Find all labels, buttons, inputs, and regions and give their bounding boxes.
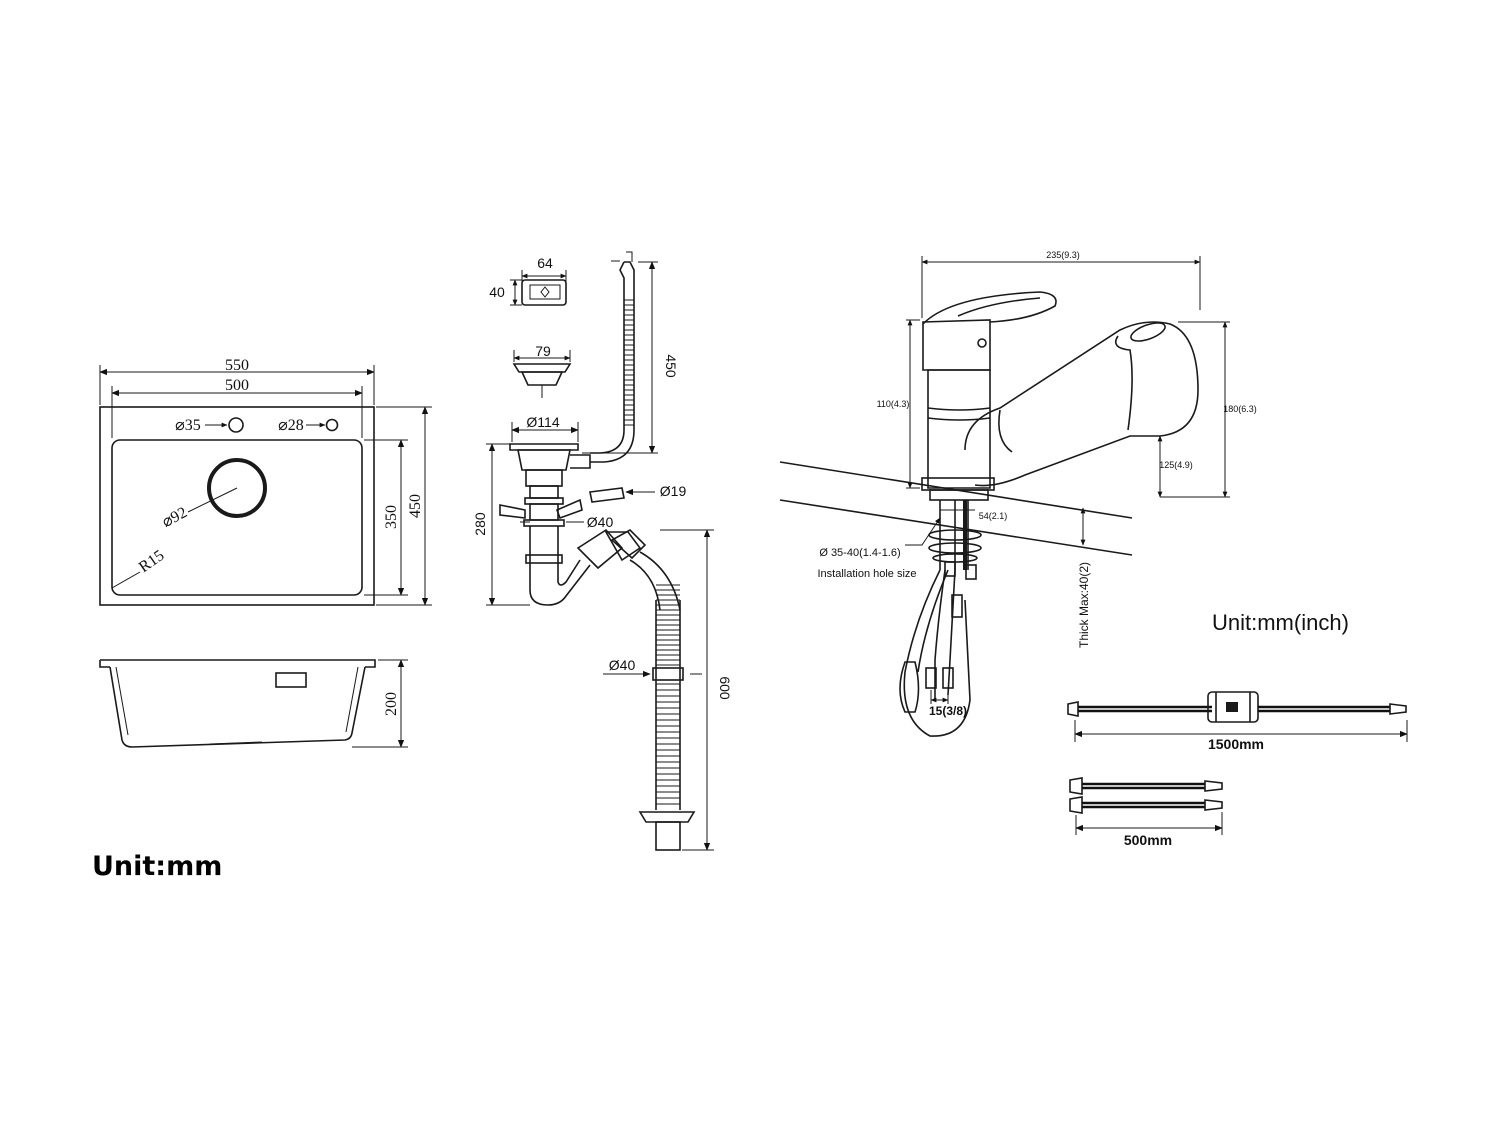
- sink-bowl: [111, 439, 363, 596]
- dim-hole-35: ⌀35: [175, 417, 201, 434]
- drain-hose-ribs: [656, 584, 680, 805]
- label-installation-hole: Installation hole size: [817, 568, 916, 580]
- dim-hose-length: 450: [663, 354, 679, 378]
- dim-sink-height: 200: [383, 692, 400, 716]
- sink-top-view: 550 500 ⌀35 ⌀28 ⌀92 R15 350 450: [99, 357, 432, 606]
- dim-spout-height: 125(4.9): [1159, 460, 1193, 470]
- sink-side-view: 200: [99, 659, 408, 748]
- dim-hole-28: ⌀28: [278, 417, 304, 434]
- dim-sink-outer-depth: 450: [407, 494, 424, 518]
- overflow-slot: [275, 672, 307, 688]
- dim-connector: Ø19: [660, 483, 687, 499]
- dim-faucet-body-height: 110(4.3): [877, 399, 910, 409]
- faucet: 235(9.3) 110(4.3) 180(6.3) 125(4.9) 54(2…: [779, 250, 1257, 737]
- dim-strainer: 79: [535, 343, 551, 359]
- dim-faucet-base: 54(2.1): [979, 511, 1008, 521]
- dim-corner-radius: R15: [136, 547, 168, 576]
- dim-faucet-reach: 235(9.3): [1046, 250, 1080, 260]
- sink-outer-rim: [99, 406, 375, 606]
- hose-1500: 1500mm: [1067, 691, 1408, 752]
- dim-drain-height: 280: [472, 512, 488, 536]
- dim-sink-inner-width: 500: [225, 377, 249, 394]
- dim-faucet-total-height: 180(6.3): [1223, 404, 1257, 414]
- dim-pipe-40-upper: Ø40: [587, 514, 614, 530]
- dim-hose-long: 1500mm: [1208, 736, 1264, 752]
- hose-500: 500mm: [1069, 777, 1223, 848]
- dim-flange: Ø114: [526, 414, 559, 430]
- dim-pipe-40-lower: Ø40: [609, 657, 636, 673]
- faucet-hole-35: [228, 417, 244, 433]
- dim-hole-size: Ø 35-40(1.4-1.6): [819, 547, 900, 559]
- unit-label-left: Unit:mm: [92, 851, 222, 882]
- drain-hole: [207, 458, 267, 518]
- dim-sink-outer-width: 550: [225, 357, 249, 374]
- dim-overflow-height: 40: [489, 284, 505, 300]
- dim-hose-total: 600: [717, 676, 733, 700]
- dim-sink-inner-depth: 350: [383, 505, 400, 529]
- dim-drain-diameter: ⌀92: [159, 504, 190, 531]
- dim-hose-short: 500mm: [1124, 832, 1172, 848]
- dim-thick-max: Thick Max:40(2): [1077, 562, 1091, 648]
- faucet-hole-28: [325, 418, 339, 432]
- overflow-hose-ribs: [624, 299, 634, 426]
- dim-thread: 15(3/8): [929, 704, 967, 718]
- unit-label-right: Unit:mm(inch): [1212, 610, 1349, 635]
- drain-kit: 64 40 79 450 Ø114: [472, 251, 733, 851]
- dim-overflow-width: 64: [537, 255, 553, 271]
